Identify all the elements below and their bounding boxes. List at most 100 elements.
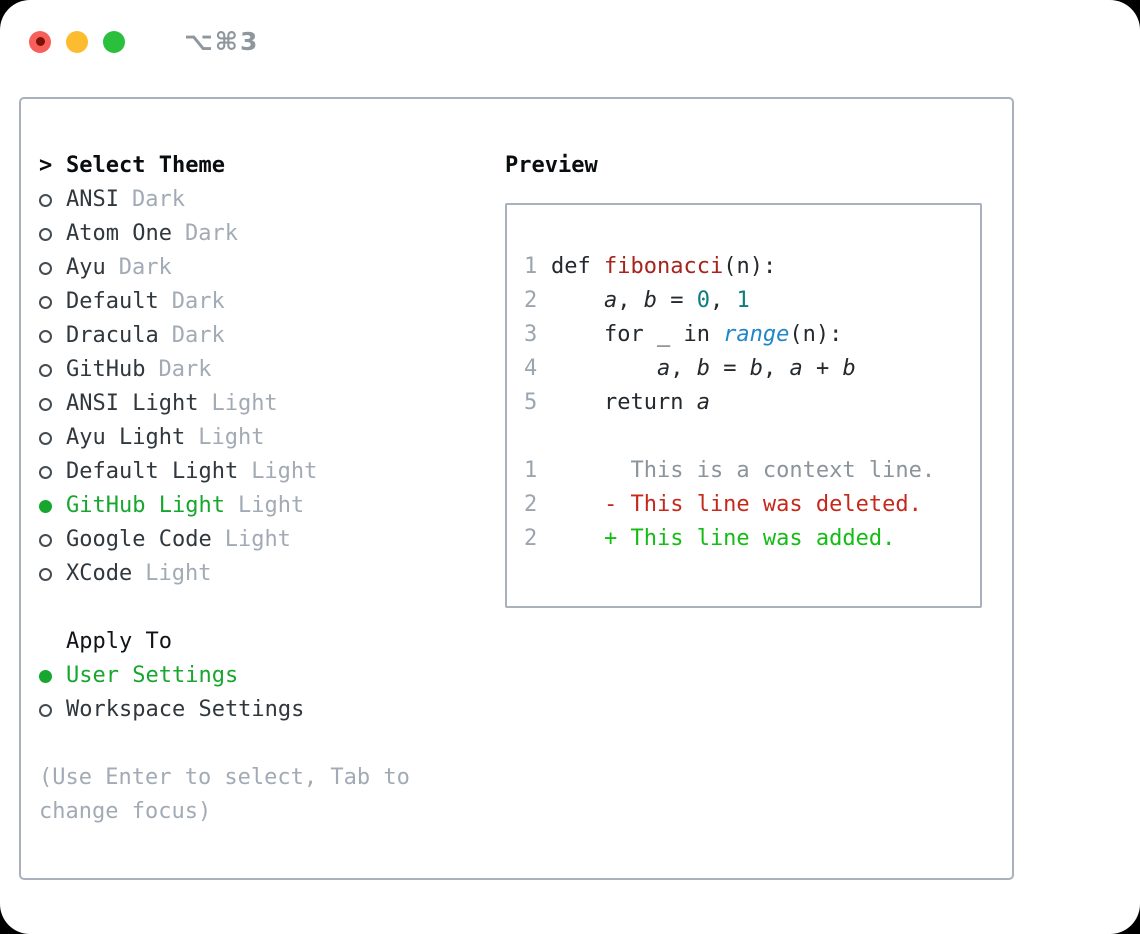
code-token: (n):	[789, 322, 843, 347]
apply-option[interactable]: User Settings	[39, 659, 505, 693]
code-token: +	[802, 356, 843, 381]
code-token: fibonacci	[603, 254, 724, 279]
apply-option[interactable]: Workspace Settings	[39, 693, 505, 727]
radio-icon	[39, 227, 52, 241]
line-number: 5	[524, 390, 538, 415]
theme-name: Ayu Light	[66, 425, 186, 450]
theme-option[interactable]: Atom One Dark	[39, 217, 505, 251]
code-token: return	[551, 390, 697, 415]
code-token	[551, 356, 657, 381]
radio-icon	[39, 329, 52, 343]
line-number: 3	[524, 322, 538, 347]
apply-to-title: Apply To	[66, 629, 172, 654]
code-token: b	[749, 356, 763, 381]
minimize-button[interactable]	[66, 30, 88, 53]
radio-marker	[39, 669, 66, 683]
code-token: 0	[696, 288, 710, 313]
theme-name: ANSI Light	[66, 391, 199, 416]
code-token: def	[551, 254, 604, 279]
code-token: b	[696, 356, 710, 381]
theme-variant: Dark	[171, 289, 225, 314]
code-token: a	[696, 390, 710, 415]
code-token: ,	[670, 356, 697, 381]
hint-line-2: change focus)	[39, 799, 212, 824]
radio-icon	[39, 431, 52, 445]
code-line	[524, 420, 980, 454]
radio-selected-icon	[39, 669, 52, 683]
close-button[interactable]	[29, 30, 51, 53]
code-line: 5 return a	[524, 386, 980, 420]
radio-icon	[39, 533, 52, 547]
radio-marker	[39, 397, 66, 411]
theme-variant: Dark	[184, 221, 238, 246]
radio-marker	[39, 295, 66, 309]
theme-option[interactable]: Ayu Dark	[39, 251, 505, 285]
theme-variant: Light	[224, 527, 291, 552]
code-text: return a	[551, 386, 710, 420]
code-token: b	[842, 356, 856, 381]
code-line: 2 - This line was deleted.	[524, 488, 980, 522]
theme-variant: Light	[145, 561, 212, 586]
line-number: 2	[524, 492, 538, 517]
code-text: + This line was added.	[551, 522, 895, 556]
line-number: 4	[524, 356, 538, 381]
radio-marker	[39, 499, 66, 513]
apply-option-name: User Settings	[66, 663, 239, 688]
radio-marker	[39, 703, 66, 717]
theme-variant: Dark	[171, 323, 225, 348]
code-text: a, b = b, a + b	[551, 352, 856, 386]
theme-name: Ayu	[66, 255, 106, 280]
theme-variant: Light	[237, 493, 305, 518]
radio-icon	[39, 567, 52, 581]
radio-icon	[39, 363, 52, 377]
code-token: ,	[617, 288, 644, 313]
apply-to-header: Apply To	[39, 625, 505, 659]
code-token: a	[789, 356, 803, 381]
radio-marker	[39, 261, 66, 275]
theme-name: GitHub	[66, 357, 146, 382]
radio-icon	[39, 397, 52, 411]
close-dot-icon	[35, 37, 45, 46]
code-token: =	[656, 288, 697, 313]
code-token: =	[709, 356, 750, 381]
radio-marker	[39, 431, 66, 445]
titlebar: ⌥⌘3	[29, 27, 259, 56]
radio-marker	[39, 533, 66, 547]
radio-marker	[39, 567, 66, 581]
radio-icon	[39, 703, 52, 717]
code-token: 1	[736, 288, 750, 313]
theme-option[interactable]: Google Code Light	[39, 523, 505, 557]
theme-name: Google Code	[66, 527, 212, 552]
code-token	[551, 288, 604, 313]
hint-line-1: (Use Enter to select, Tab to	[39, 765, 410, 790]
code-line: 2 a, b = 0, 1	[524, 284, 980, 318]
theme-name: Atom One	[66, 221, 172, 246]
radio-icon	[39, 261, 52, 275]
preview-title: Preview	[505, 153, 598, 178]
radio-selected-icon	[39, 499, 52, 513]
radio-marker	[39, 465, 66, 479]
theme-variant: Dark	[118, 255, 172, 280]
code-token: (n):	[723, 254, 777, 279]
select-theme-title: Select Theme	[66, 153, 225, 178]
window-title-shortcut: ⌥⌘3	[184, 27, 260, 56]
zoom-button[interactable]	[103, 30, 125, 53]
code-line: 4 a, b = b, a + b	[524, 352, 980, 386]
code-token: - This line was deleted.	[551, 492, 922, 517]
